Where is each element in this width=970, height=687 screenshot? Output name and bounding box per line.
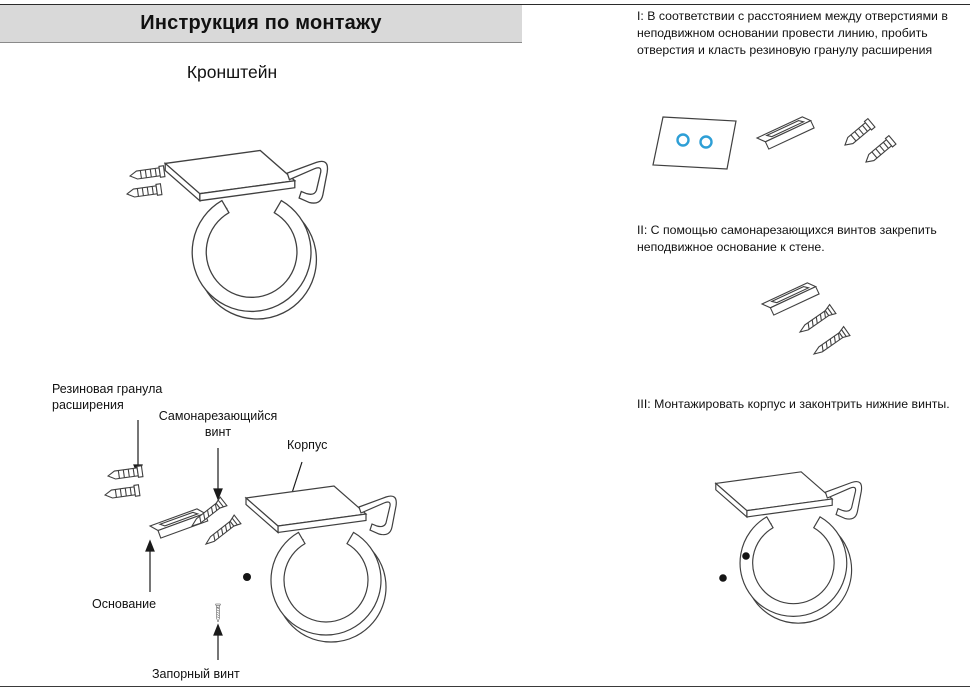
drill-hole bbox=[676, 133, 690, 147]
arrow-to-lock-screw bbox=[213, 623, 223, 660]
page-title: Инструкция по монтажу bbox=[140, 12, 382, 34]
label-lock-screw: Запорный винт bbox=[152, 667, 240, 681]
wall-plug-drawing bbox=[840, 118, 876, 150]
drill-hole bbox=[699, 135, 713, 149]
base-frame-drawing bbox=[756, 113, 815, 153]
bracket-body-drawing bbox=[245, 485, 397, 643]
bracket-body-drawing bbox=[715, 471, 863, 624]
step-3-illustration bbox=[715, 471, 863, 624]
wall-plug-drawing bbox=[861, 135, 897, 167]
self-tapping-screw-drawing bbox=[202, 514, 242, 549]
step-1-illustration bbox=[652, 113, 897, 170]
step-3-text: III: Монтажировать корпус и законтрить н… bbox=[637, 397, 950, 411]
step-2-text: II: С помощью самонарезающихся винтов за… bbox=[637, 223, 937, 255]
page-header: Инструкция по монтажу bbox=[0, 5, 522, 43]
wall-plug-drawing bbox=[125, 183, 163, 200]
self-tapping-screw-drawing bbox=[810, 326, 851, 360]
base-frame-drawing bbox=[761, 279, 820, 319]
arrow-to-base bbox=[145, 539, 155, 592]
mounting-dot bbox=[719, 574, 727, 582]
lock-screw-drawing bbox=[215, 603, 221, 623]
label-self-tapping-screw: Самонарезающийся винт bbox=[158, 409, 278, 439]
self-tapping-screw-drawing bbox=[796, 304, 837, 338]
label-rubber-plug: Резиновая гранула расширения bbox=[52, 382, 163, 412]
wall-surface-drawing bbox=[652, 116, 737, 170]
step-1-text: I: В соответствии с расстоянием между от… bbox=[637, 9, 948, 58]
top-divider bbox=[0, 4, 970, 5]
bracket-assembled-drawing bbox=[125, 149, 329, 320]
bracket-body-drawing bbox=[164, 149, 329, 320]
step-2-illustration bbox=[761, 279, 851, 360]
wall-plug-drawing bbox=[103, 484, 141, 501]
bracket-exploded-drawing bbox=[103, 420, 397, 660]
product-title: Кронштейн bbox=[186, 62, 278, 82]
label-base: Основание bbox=[92, 597, 157, 611]
mounting-dot bbox=[742, 552, 750, 560]
label-body: Корпус bbox=[287, 438, 328, 452]
mounting-dot bbox=[243, 573, 251, 581]
wall-plug-drawing bbox=[128, 165, 166, 182]
arrow-to-screws bbox=[213, 448, 223, 501]
wall-plug-drawing bbox=[106, 465, 144, 482]
